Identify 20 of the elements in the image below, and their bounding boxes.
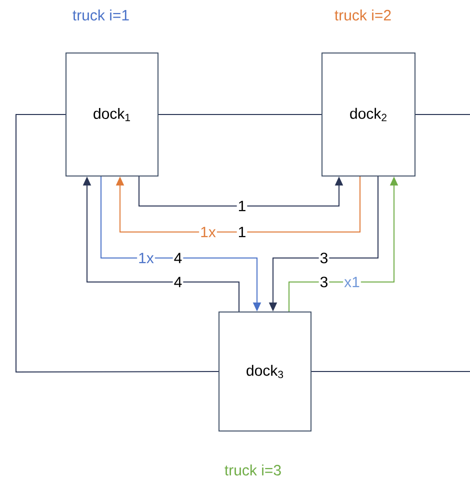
edge-label: 4	[172, 276, 184, 288]
edge-label: 3	[318, 276, 330, 288]
edge-label: 3	[318, 252, 330, 264]
dock-box: dock$_{2}$	[322, 52, 416, 176]
dock-box: dock$_{3}$	[218, 312, 312, 432]
connector	[311, 371, 470, 372]
multiplier-label: 1x	[137, 252, 155, 264]
connector	[158, 114, 322, 115]
connector	[16, 114, 219, 372]
edge-label: 1	[236, 226, 248, 238]
edge-label: 4	[172, 252, 184, 264]
connector	[116, 176, 360, 232]
truck-label: truck i=2	[334, 10, 391, 20]
multiplier-label: 1x	[199, 226, 217, 238]
truck-label: truck i=1	[72, 10, 129, 20]
connector	[415, 114, 470, 115]
edge-label: 1	[236, 200, 248, 212]
truck-label: truck i=3	[224, 464, 281, 476]
dock-box: dock$_{1}$	[66, 52, 158, 176]
multiplier-label: x1	[343, 276, 361, 288]
